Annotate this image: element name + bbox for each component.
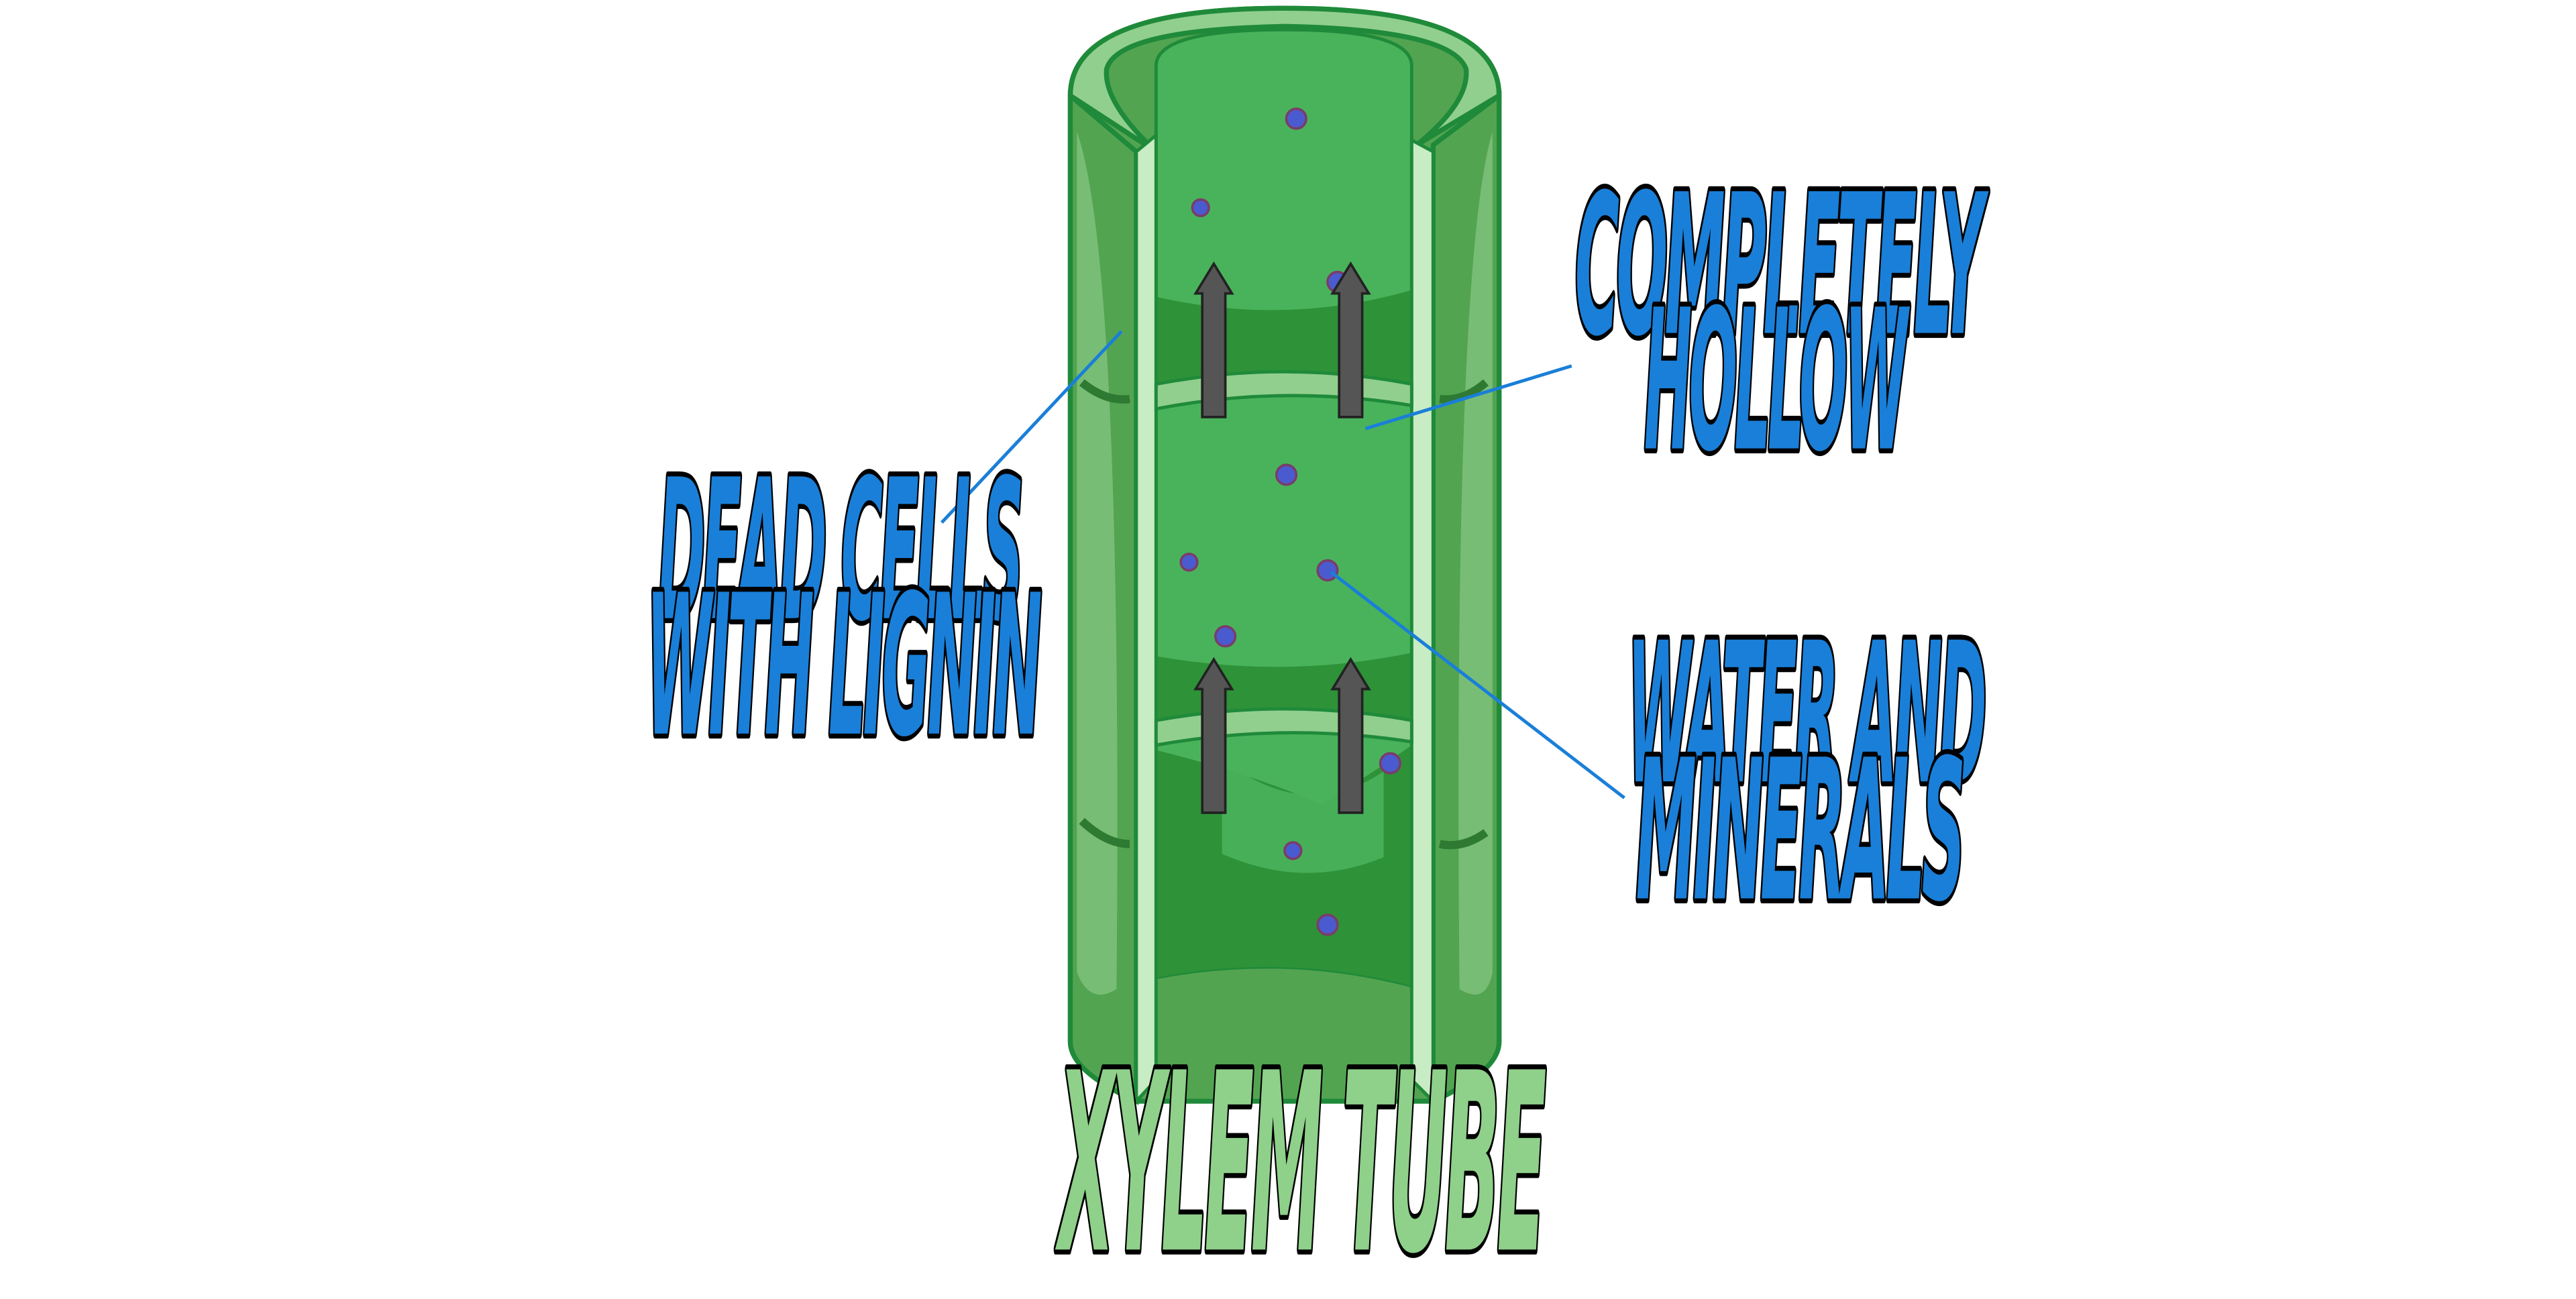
particle-icon [1379, 752, 1401, 775]
right-wall-edge [1409, 137, 1435, 1105]
leader-lines [941, 330, 1625, 799]
labels: DEAD CELLS WITH LIGNIN COMPLETELY HOLLOW… [641, 148, 2004, 1299]
particle-icon [1316, 559, 1339, 582]
flow-arrows [1193, 261, 1371, 814]
label-wall-line1: DEAD CELLS [658, 439, 1021, 665]
wall-mark-left-lower [1079, 817, 1130, 848]
particle-icon [1283, 841, 1303, 860]
tube-top-rim [1067, 5, 1502, 154]
particle-icon [1214, 625, 1237, 648]
label-wall-line2: WITH LIGNIN [647, 554, 1042, 780]
leader-line-contents [1330, 571, 1625, 799]
particle-icon [1316, 913, 1339, 936]
label-contents-line1: WATER AND [1627, 602, 1984, 828]
wall-mark-left-upper [1079, 379, 1130, 404]
particle-icon [1275, 463, 1298, 486]
up-arrow-icon [1193, 261, 1234, 418]
xylem-tube [1067, 5, 1502, 1106]
leader-line-wall [941, 330, 1123, 524]
up-arrow-icon [1193, 657, 1234, 814]
left-wall-edge [1134, 131, 1158, 1106]
wall-mark-right-lower [1438, 829, 1489, 850]
diagram-title: XYLEM TUBE [1055, 1020, 1546, 1299]
particle-icon [1179, 553, 1199, 572]
left-wall-highlight [1077, 131, 1118, 995]
label-hollow-line1: COMPLETELY [1575, 154, 1989, 380]
wall-mark-right-upper [1439, 379, 1489, 404]
leader-line-hollow [1364, 364, 1572, 431]
right-wall-highlight [1458, 131, 1493, 995]
label-contents-line2: MINERALS [1636, 719, 1963, 945]
up-arrow-icon [1330, 261, 1371, 418]
up-arrow-icon [1330, 657, 1371, 814]
particle-icon [1285, 107, 1307, 130]
particle-icon [1191, 198, 1210, 217]
label-hollow-line2: HOLLOW [1644, 269, 1911, 495]
cavity-highlight [1222, 758, 1384, 873]
